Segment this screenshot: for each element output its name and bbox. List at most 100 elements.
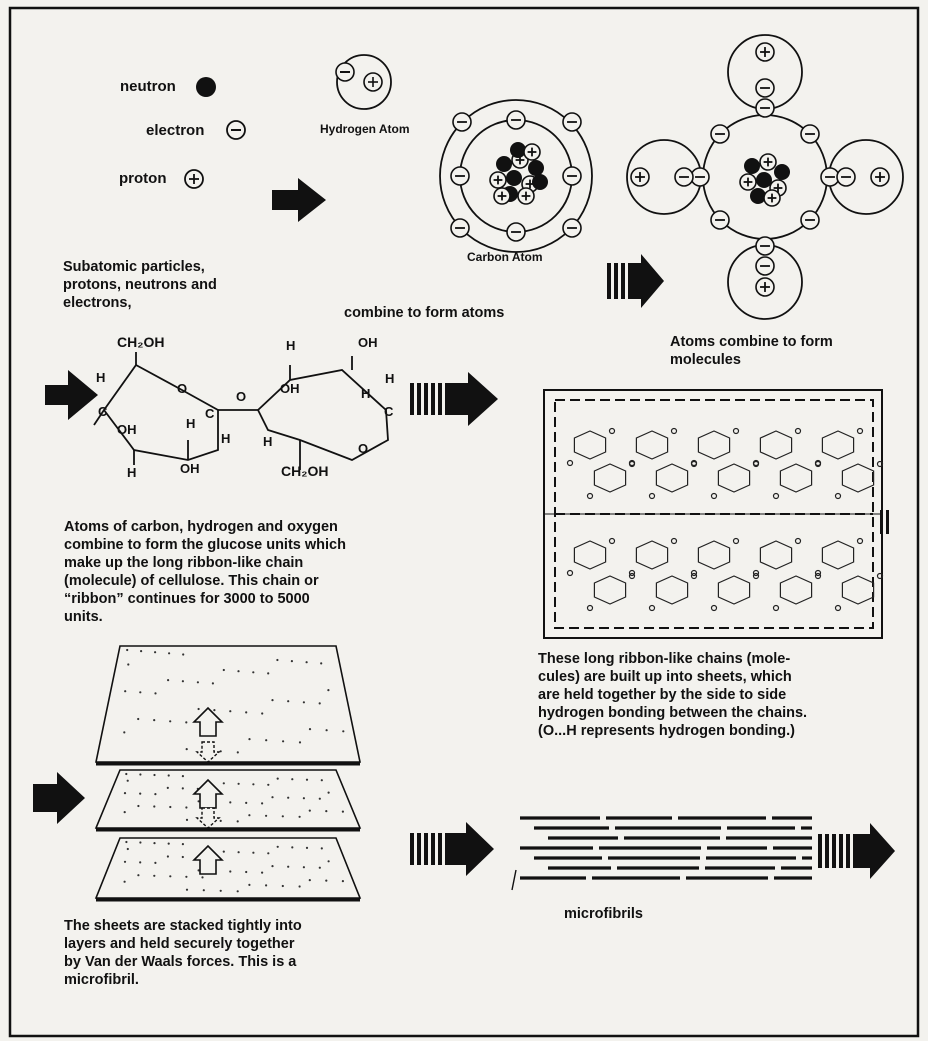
sheet-dot <box>245 870 248 874</box>
oxygen-atom <box>814 569 822 577</box>
sheet-dot <box>125 772 128 776</box>
hydrogen-proton <box>870 167 890 187</box>
glucose-ring <box>697 540 731 570</box>
sheet-dot <box>167 679 170 682</box>
oxygen-atom <box>710 492 718 500</box>
sheet-dot <box>229 710 232 713</box>
glucose-oh-3: OH <box>280 381 300 396</box>
molecule-electron <box>710 124 730 144</box>
sheet-dot <box>267 852 270 855</box>
sheet-dot <box>185 806 188 809</box>
arrow-into-glucose <box>45 370 98 420</box>
glucose-oh-2: OH <box>180 461 200 476</box>
oxygen-atom <box>670 427 678 435</box>
sheet-dot <box>181 775 184 778</box>
molecule-electron <box>755 256 775 276</box>
van-der-waals-arrow-up <box>192 778 224 809</box>
sheet-dot <box>236 751 239 754</box>
hydrogen-proton <box>755 42 775 62</box>
sheet-dot <box>267 783 270 786</box>
sheet-layer <box>94 837 362 899</box>
glucose-o-bridge: O <box>236 389 247 404</box>
microfibrils-bundle <box>511 816 812 891</box>
sheet-dot <box>308 879 311 882</box>
glucose-ring <box>635 540 669 570</box>
nucleus-neutron <box>756 172 772 188</box>
glucose-c-1: C <box>205 406 215 421</box>
sheet-dot <box>261 802 264 805</box>
sheet-dot <box>126 847 129 851</box>
sheet-dot <box>248 814 251 817</box>
nucleus-proton <box>489 171 507 189</box>
molecule-electron <box>800 210 820 230</box>
sheet-dot <box>123 860 127 863</box>
sheet-dot <box>197 800 200 803</box>
oxygen-atom <box>710 604 718 612</box>
sheet-dot <box>276 845 279 848</box>
sheet-dot <box>252 851 255 854</box>
carbon-electron <box>450 166 470 186</box>
molecule-electron <box>800 124 820 144</box>
oxygen-atom <box>772 492 780 500</box>
nucleus-proton <box>763 189 781 207</box>
nucleus-neutron <box>496 156 512 172</box>
sheet-dot <box>153 842 156 845</box>
sheet-dot <box>197 869 200 872</box>
legend-electron-label: electron <box>146 122 205 139</box>
molecule-electron <box>710 210 730 230</box>
sheet-dot <box>201 876 204 879</box>
sheet-dot <box>320 847 323 850</box>
glucose-c-2: C <box>98 404 108 419</box>
sheet-dot <box>140 650 143 653</box>
glucose-ring <box>655 575 689 605</box>
molecule-electron <box>755 98 775 118</box>
sheet-dot <box>305 846 309 850</box>
van-der-waals-arrow-down <box>195 807 221 829</box>
sheet-dot <box>325 810 328 813</box>
oxygen-atom <box>628 569 636 577</box>
legend-electron-symbol <box>226 120 246 140</box>
molecules-caption: Atoms combine to form molecules <box>670 334 833 368</box>
molecule-electron <box>674 167 694 187</box>
sheet-dot <box>265 884 268 887</box>
glucose-o-ring-2: O <box>358 441 369 456</box>
sheet-dot <box>181 680 184 683</box>
subatomic-caption: Subatomic particles, protons, neutrons a… <box>63 259 217 311</box>
sheet-dot <box>248 883 251 887</box>
fibril-tick <box>511 869 517 891</box>
sheet-dot <box>320 779 323 782</box>
glucose-ring <box>821 540 855 570</box>
microfibrils-label: microfibrils <box>564 906 643 922</box>
sheet-dot <box>169 875 172 878</box>
sheet-dot <box>308 728 312 731</box>
carbon-atom-label: Carbon Atom <box>467 250 543 264</box>
sheet-dot <box>271 865 274 868</box>
sheet-chain-drawing <box>566 427 884 612</box>
oxygen-atom <box>648 492 656 500</box>
nucleus-neutron <box>506 170 522 186</box>
sheet-dot <box>325 879 328 882</box>
sheet-dot <box>276 777 279 780</box>
sheet-dot <box>302 866 305 869</box>
sheet-dot <box>298 815 301 818</box>
oxygen-atom <box>856 427 864 435</box>
sheet-dot <box>291 778 294 781</box>
sheet-dot <box>267 672 270 675</box>
glucose-ring <box>779 463 813 493</box>
glucose-h-2: H <box>186 416 196 431</box>
sheet-dot <box>341 810 344 813</box>
sheet-dot <box>154 861 157 865</box>
nucleus-proton <box>493 187 511 205</box>
glucose-chain <box>93 352 389 470</box>
legend-proton-symbol <box>184 169 204 189</box>
glucose-ring <box>593 463 627 493</box>
sheet-dot <box>305 778 309 781</box>
sheet-dot <box>229 801 232 804</box>
sheet-dot <box>236 890 239 893</box>
glucose-oh-4: OH <box>358 335 378 350</box>
sheet-dot <box>290 660 293 663</box>
sheet-dot <box>202 889 205 892</box>
sheet-dot <box>318 702 321 705</box>
sheets-caption: These long ribbon-like chains (mole- cul… <box>538 651 808 739</box>
sheet-dot <box>169 720 172 723</box>
